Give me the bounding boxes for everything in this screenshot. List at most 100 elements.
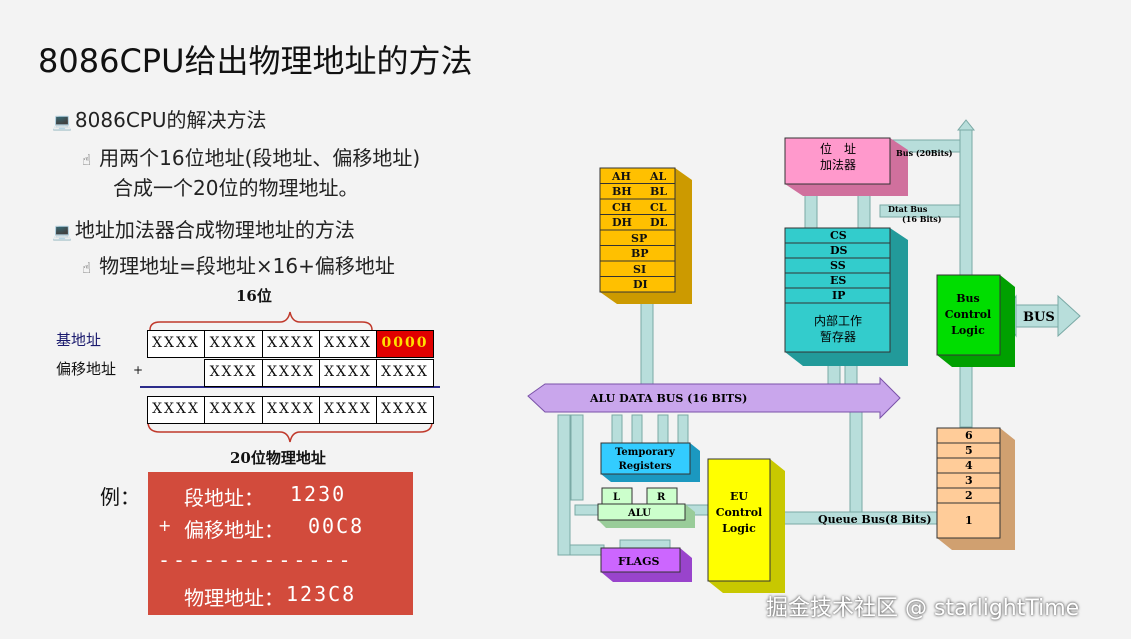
result-cell: XXXX xyxy=(319,396,377,424)
eu-control-block xyxy=(707,458,785,593)
queue-slot: 4 xyxy=(965,459,973,472)
flags-label: FLAGS xyxy=(618,555,659,568)
example-label: 例： xyxy=(100,485,140,509)
address-adder-block xyxy=(784,137,908,196)
seg-cs: CS xyxy=(830,229,847,242)
adder-seg-link xyxy=(804,191,818,229)
flags-block xyxy=(600,547,692,582)
temp-link xyxy=(657,414,669,444)
physical-label: 物理地址： xyxy=(184,586,284,610)
alu-left-input: L xyxy=(613,492,620,503)
temp-registers-block xyxy=(600,442,700,482)
base-cell: XXXX xyxy=(262,330,320,358)
offset-cell: XXXX xyxy=(319,359,377,387)
result-cell: XXXX xyxy=(147,396,205,424)
instruction-queue-block xyxy=(936,427,1015,550)
sub-bullet-1-cont: 合成一个20位的物理地址。 xyxy=(113,176,359,200)
brace-lines xyxy=(140,311,440,443)
temp-link xyxy=(631,414,643,444)
example-plus: + xyxy=(158,516,172,535)
left-loop-link xyxy=(570,414,584,501)
hand-pointer-icon: ☝ xyxy=(82,151,92,169)
segment-label: 段地址： xyxy=(184,486,264,510)
zero-pad-cell: 0000 xyxy=(376,330,434,358)
reg-bh: BH xyxy=(612,185,632,198)
eu-label-1: EU xyxy=(730,490,748,503)
sub-bullet-2: ☝ 物理地址=段地址×16+偏移地址 xyxy=(82,250,395,279)
reg-bp: BP xyxy=(631,247,649,260)
offset-cell: XXXX xyxy=(262,359,320,387)
reg-sp: SP xyxy=(631,232,647,245)
sub-bullet-1: ☝ 用两个16位地址(段地址、偏移地址) xyxy=(82,142,420,171)
reg-di: DI xyxy=(633,278,648,291)
segment-value: 1230 xyxy=(290,482,347,506)
reg-cl: CL xyxy=(650,201,667,214)
queue-bus-label: Queue Bus(8 Bits) xyxy=(818,513,932,526)
hand-pointer-icon: ☝ xyxy=(82,259,92,277)
flags-top xyxy=(619,539,671,549)
bus-control-block xyxy=(936,274,1015,367)
reg-bl: BL xyxy=(650,185,667,198)
plus-sign: + xyxy=(133,363,144,377)
alu-right-input: R xyxy=(657,492,666,503)
physical-value: 123C8 xyxy=(286,582,357,606)
temp-label-1: Temporary xyxy=(615,447,676,458)
sixteen-bit-label: 16位 xyxy=(236,287,272,305)
sub-bullet-2-text: 物理地址=段地址×16+偏移地址 xyxy=(99,254,395,278)
laptop-icon: 💻 xyxy=(52,222,72,241)
bullet-adder-text: 地址加法器合成物理地址的方法 xyxy=(74,218,355,242)
seg-ss: SS xyxy=(830,259,846,272)
result-cell: XXXX xyxy=(204,396,263,424)
bcl-label-2: Control xyxy=(945,308,991,321)
eu-label-3: Logic xyxy=(722,522,756,535)
twenty-bit-label: 20位物理地址 xyxy=(230,449,326,467)
reg-al: AL xyxy=(649,170,667,183)
reg-dl: DL xyxy=(650,216,668,229)
bullet-adder: 💻地址加法器合成物理地址的方法 xyxy=(52,214,355,243)
base-cell: XXXX xyxy=(147,330,205,358)
queue-slot: 5 xyxy=(965,444,973,457)
alu-data-bus xyxy=(527,376,901,420)
reg-ch: CH xyxy=(612,201,631,214)
offset-cell: XXXX xyxy=(204,359,263,387)
temp-label-2: Registers xyxy=(619,461,672,472)
left-loop-link xyxy=(557,414,571,556)
flags-link xyxy=(569,544,605,556)
offset-label: 偏移地址： xyxy=(184,518,284,542)
bus20-label: Bus (20Bits) xyxy=(896,148,953,158)
seg-ip: IP xyxy=(832,289,845,302)
page-title: 8086CPU给出物理地址的方法 xyxy=(38,42,473,80)
databus-label-1: Dtat Bus xyxy=(888,204,928,214)
temp-link xyxy=(677,414,689,444)
segment-labels: CS DS SS ES IP xyxy=(830,229,848,302)
example-divider: ------------- xyxy=(158,548,354,572)
seg-es: ES xyxy=(830,274,846,287)
databus-bar xyxy=(879,204,961,218)
bullet-solution-text: 8086CPU的解决方法 xyxy=(74,108,267,132)
adder-label-1: 位 址 xyxy=(820,141,856,156)
reg-dh: DH xyxy=(612,216,632,229)
temp-link xyxy=(611,414,623,444)
bullet-solution: 💻8086CPU的解决方法 xyxy=(52,104,266,133)
eu-bus-link xyxy=(849,409,863,521)
segment-block xyxy=(784,227,908,366)
alu-data-bus-label: ALU DATA BUS (16 BITS) xyxy=(589,392,747,405)
base-cell: XXXX xyxy=(319,330,377,358)
reg-ah: AH xyxy=(611,170,631,183)
sub-bullet-1-text: 用两个16位地址(段地址、偏移地址) xyxy=(99,146,421,170)
queue-slot: 6 xyxy=(965,429,973,442)
bcl-label-1: Bus xyxy=(956,292,980,305)
bcl-up-link xyxy=(959,129,973,276)
internal-label-2: 暂存器 xyxy=(820,330,856,344)
seg-ds: DS xyxy=(830,244,848,257)
eu-label-2: Control xyxy=(716,506,762,519)
offset-cell: XXXX xyxy=(376,359,434,387)
alu-block xyxy=(597,487,695,528)
adder-label-2: 加法器 xyxy=(820,158,856,172)
base-cell: XXXX xyxy=(204,330,263,358)
bcl-label-3: Logic xyxy=(951,324,985,337)
watermark: 掘金技术社区 @ starlightTime xyxy=(766,596,1080,621)
offset-address-label: 偏移地址 xyxy=(56,360,117,378)
